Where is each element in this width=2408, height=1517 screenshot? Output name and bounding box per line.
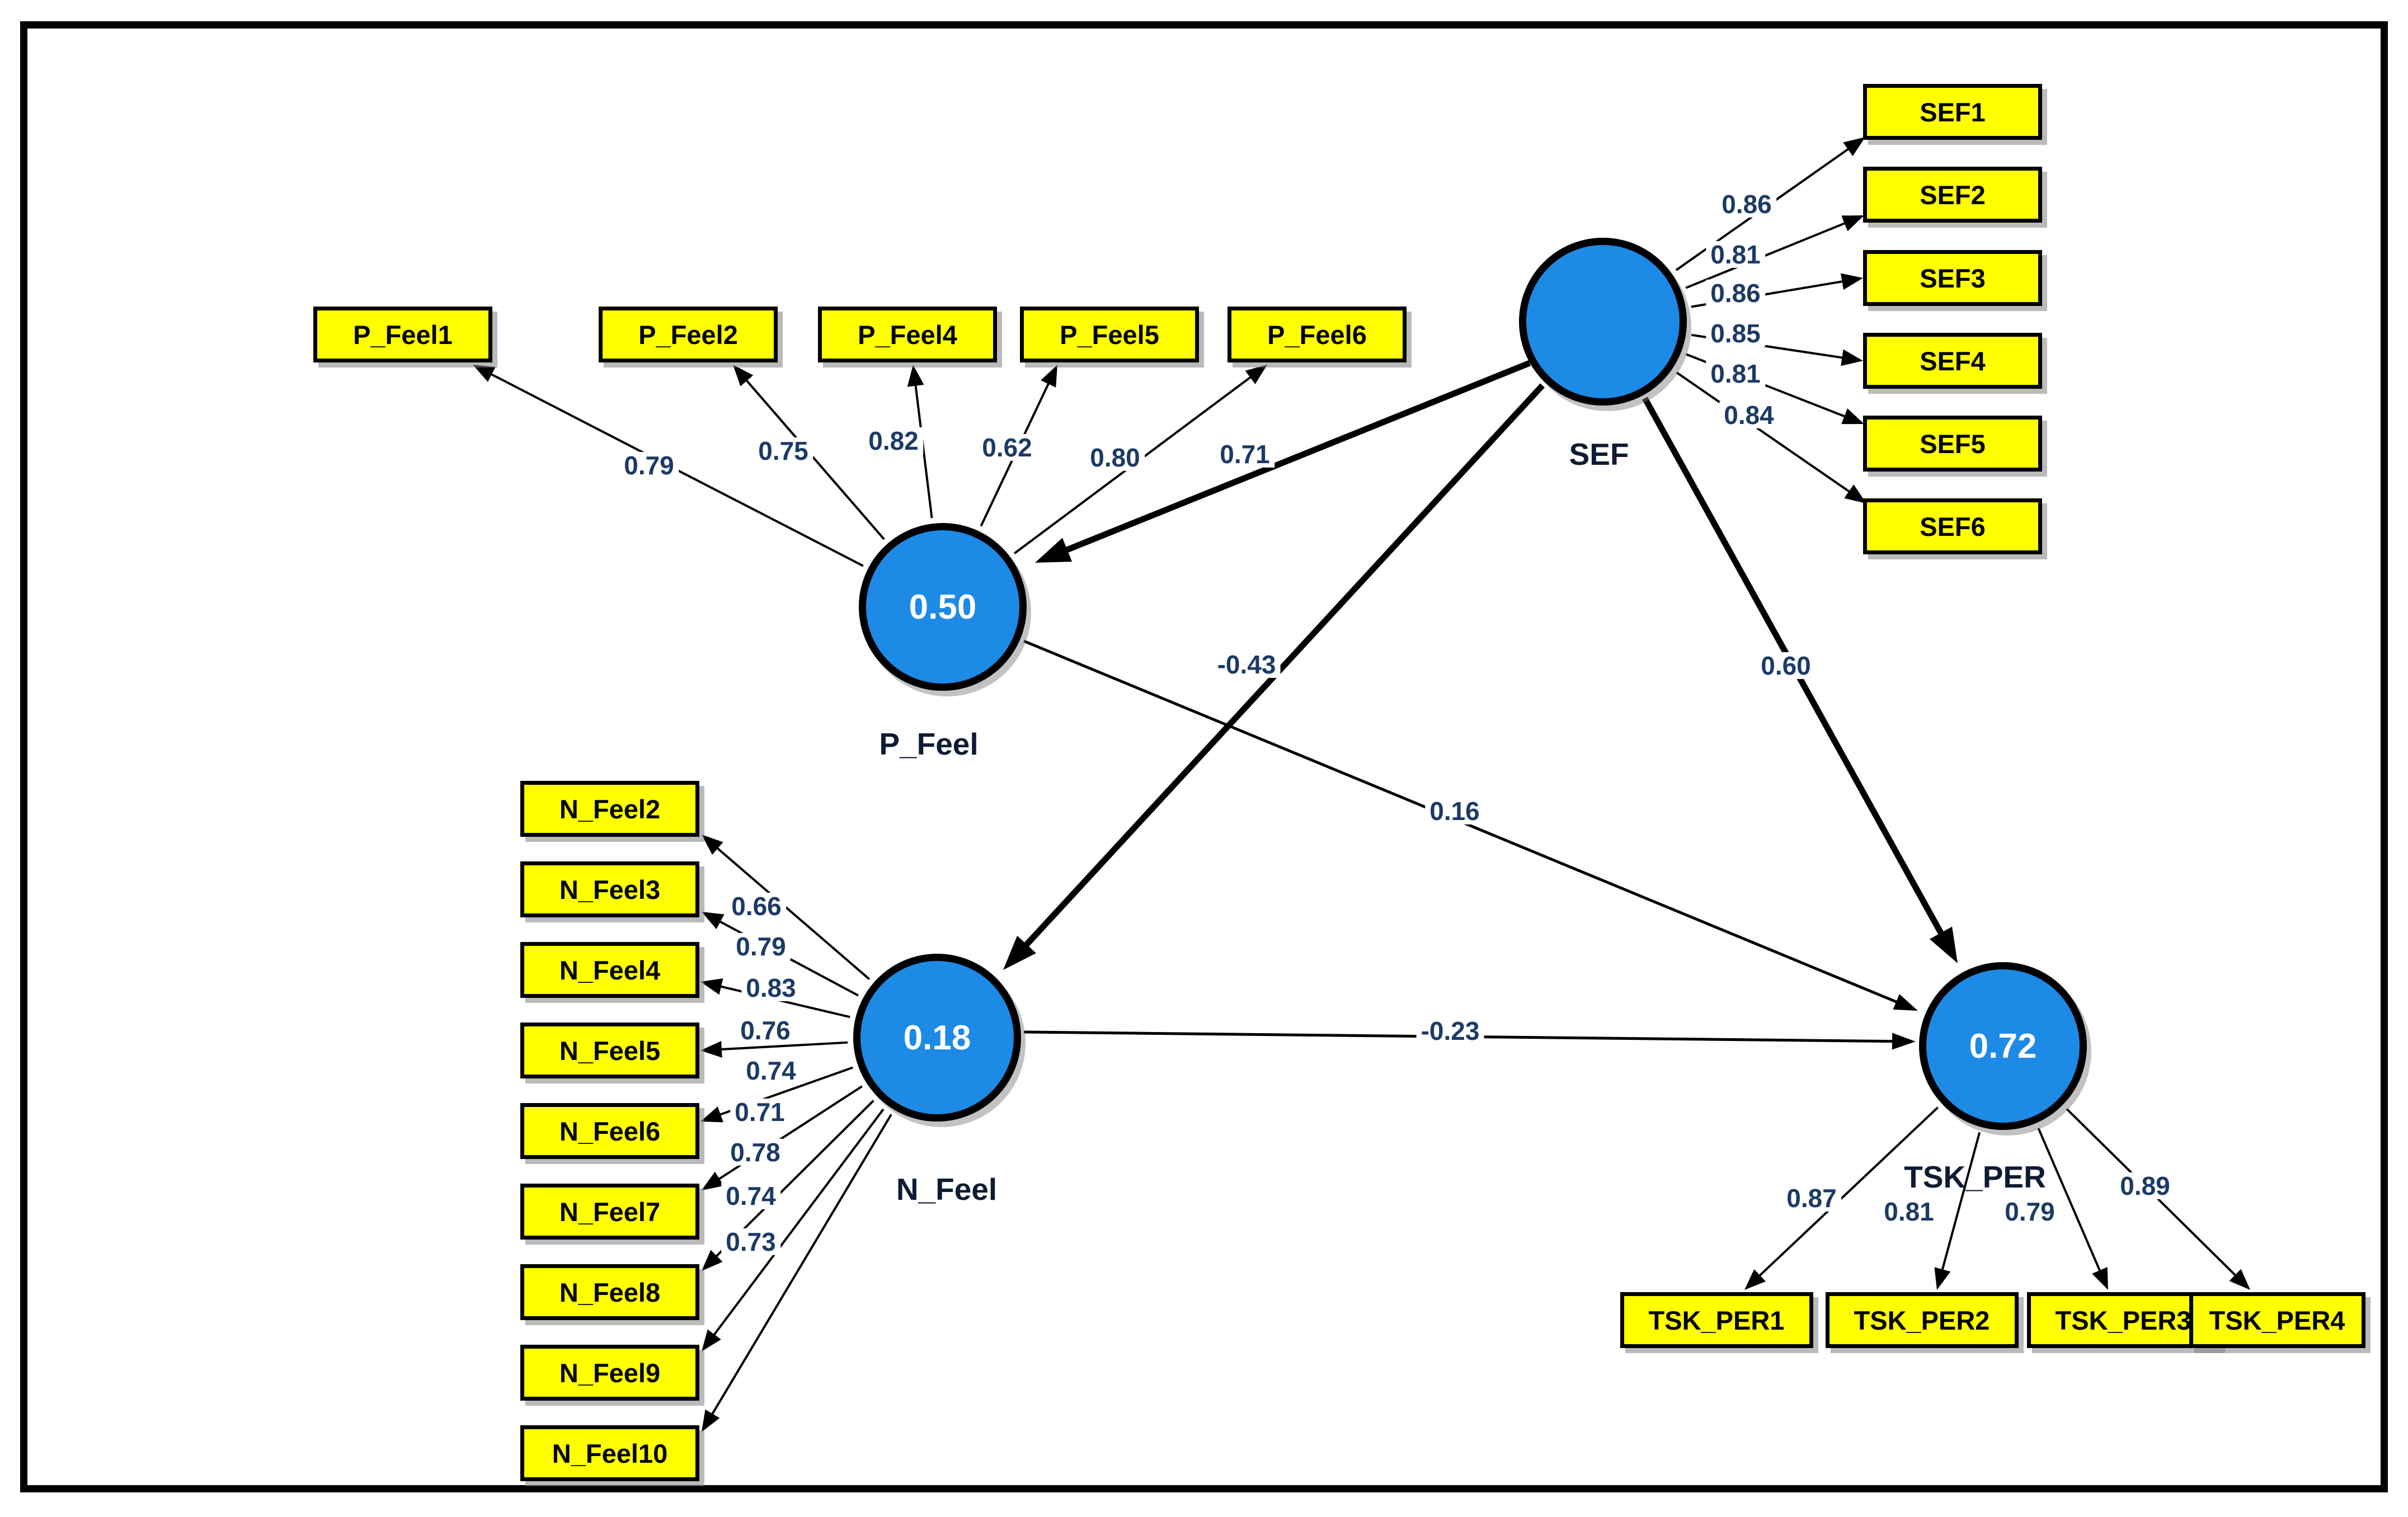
loading-arrow-N_Feel-N_Feel9[interactable] (702, 1108, 885, 1351)
construct-SEF[interactable] (1519, 238, 1687, 406)
indicator-TSK_PER4[interactable]: TSK_PER4 (2189, 1292, 2365, 1348)
loading-arrow-N_Feel-N_Feel2[interactable] (702, 835, 871, 981)
r-squared-value-TSK_PER: 0.72 (1969, 1026, 2037, 1066)
indicator-N_Feel4[interactable]: N_Feel4 (520, 942, 699, 998)
indicator-N_Feel9[interactable]: N_Feel9 (520, 1345, 699, 1401)
indicator-TSK_PER3[interactable]: TSK_PER3 (2026, 1292, 2220, 1348)
indicator-N_Feel7[interactable]: N_Feel7 (520, 1184, 699, 1240)
diagram-frame (20, 21, 2388, 1492)
indicator-N_Feel2[interactable]: N_Feel2 (520, 781, 699, 837)
indicator-N_Feel5[interactable]: N_Feel5 (520, 1023, 699, 1078)
indicator-SEF6[interactable]: SEF6 (1863, 498, 2042, 554)
indicator-SEF2[interactable]: SEF2 (1863, 167, 2042, 223)
loading-arrow-N_Feel-N_Feel5[interactable] (700, 1040, 848, 1058)
loading-arrow-P_Feel-P_Feel2[interactable] (733, 365, 885, 540)
indicator-SEF3[interactable]: SEF3 (1863, 250, 2042, 306)
indicator-N_Feel3[interactable]: N_Feel3 (520, 861, 699, 917)
indicator-N_Feel6[interactable]: N_Feel6 (520, 1103, 699, 1159)
indicator-P_Feel1[interactable]: P_Feel1 (313, 307, 492, 362)
construct-N_Feel[interactable]: 0.18 (853, 954, 1021, 1122)
indicator-P_Feel6[interactable]: P_Feel6 (1227, 307, 1407, 362)
indicator-N_Feel10[interactable]: N_Feel10 (520, 1425, 699, 1481)
loading-arrow-TSK_PER-TSK_PER3[interactable] (2037, 1128, 2108, 1290)
indicator-P_Feel2[interactable]: P_Feel2 (599, 307, 778, 362)
loading-arrow-P_Feel-P_Feel4[interactable] (907, 365, 933, 519)
indicator-SEF1[interactable]: SEF1 (1863, 84, 2042, 140)
path-arrow-SEF-N_Feel[interactable] (1003, 383, 1545, 970)
indicator-SEF4[interactable]: SEF4 (1863, 333, 2042, 389)
indicator-P_Feel4[interactable]: P_Feel4 (818, 307, 997, 362)
loading-arrow-N_Feel-N_Feel4[interactable] (700, 978, 850, 1019)
indicator-P_Feel5[interactable]: P_Feel5 (1020, 307, 1199, 362)
r-squared-value-P_Feel: 0.50 (909, 587, 977, 626)
construct-P_Feel[interactable]: 0.50 (859, 523, 1027, 691)
loading-arrow-TSK_PER-TSK_PER2[interactable] (1934, 1132, 1981, 1290)
indicator-N_Feel8[interactable]: N_Feel8 (520, 1264, 699, 1320)
indicator-TSK_PER1[interactable]: TSK_PER1 (1620, 1292, 1813, 1348)
path-arrow-SEF-P_Feel[interactable] (1035, 360, 1531, 563)
loading-arrow-N_Feel-N_Feel10[interactable] (702, 1114, 892, 1432)
loading-arrow-SEF-SEF6[interactable] (1676, 371, 1866, 503)
indicator-SEF5[interactable]: SEF5 (1863, 416, 2042, 472)
loading-arrow-TSK_PER-TSK_PER1[interactable] (1744, 1106, 1939, 1290)
r-squared-value-N_Feel: 0.18 (903, 1018, 971, 1057)
construct-TSK_PER[interactable]: 0.72 (1919, 962, 2087, 1130)
indicator-TSK_PER2[interactable]: TSK_PER2 (1825, 1292, 2019, 1348)
loading-arrow-SEF-SEF2[interactable] (1685, 215, 1864, 289)
